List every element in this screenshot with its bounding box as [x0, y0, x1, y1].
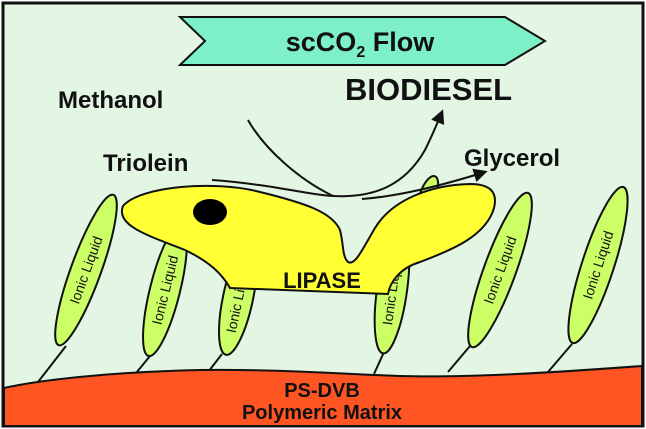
active-site-dot [193, 199, 227, 225]
matrix-label-line2: Polymeric Matrix [242, 402, 402, 424]
biodiesel-arrow [332, 109, 445, 198]
ionic-liquid-1: Ionic Liquid [37, 193, 118, 383]
lipase-label: LIPASE [283, 268, 361, 293]
reaction-arrows [211, 109, 488, 200]
flow-arrow-label: scCO2 Flow [286, 27, 435, 61]
glycerol-arrow [361, 168, 488, 200]
flow-arrow-shape [177, 16, 547, 66]
matrix-label-line1: PS-DVB [284, 380, 360, 402]
polymeric-matrix: PS-DVB Polymeric Matrix [3, 364, 643, 427]
matrix-shape [3, 364, 643, 427]
lipase-enzyme: LIPASE [120, 182, 496, 296]
ionic-liquid-group: Ionic Liquid Ionic Liquid Ionic Liquid I… [37, 175, 629, 383]
triolein-inflow-line [211, 179, 334, 197]
biodiesel-label: BIODIESEL [345, 72, 512, 107]
glycerol-label: Glycerol [464, 145, 560, 172]
methanol-label: Methanol [58, 87, 163, 114]
flow-arrow: scCO2 Flow [177, 16, 547, 66]
methanol-inflow-line [247, 119, 334, 197]
triolein-label: Triolein [103, 150, 188, 177]
